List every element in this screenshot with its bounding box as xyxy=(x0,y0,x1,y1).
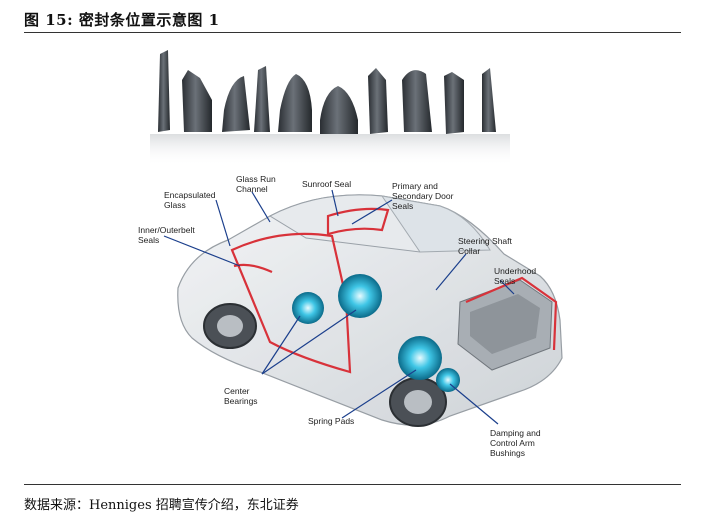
seal-profile-1 xyxy=(158,50,170,132)
seal-profile-6 xyxy=(320,86,358,134)
seal-profile-10 xyxy=(482,68,496,132)
spring-pad-component xyxy=(398,336,442,380)
center-bearing-component xyxy=(292,292,324,324)
car-windshield xyxy=(380,195,491,253)
seal-profile-2 xyxy=(182,70,212,132)
label-damping-control-arm-bushings: Damping and Control Arm Bushings xyxy=(490,428,541,458)
callout-leaders xyxy=(163,189,515,425)
label-primary-secondary-door-seals: Primary and Secondary Door Seals xyxy=(392,181,454,211)
belt-seal-line xyxy=(233,263,273,274)
label-spring-pads: Spring Pads xyxy=(308,416,355,426)
steering-collar-component xyxy=(338,274,382,318)
label-inner-outerbelt-seals: Inner/Outerbelt Seals xyxy=(138,225,195,245)
bottom-rule xyxy=(24,484,681,485)
control-arm-component xyxy=(436,368,460,392)
underhood-seal-line xyxy=(465,276,558,351)
seal-profile-9 xyxy=(444,72,464,134)
label-steering-shaft-collar: Steering Shaft Collar xyxy=(458,236,512,256)
seal-profile-3 xyxy=(222,76,250,132)
seal-profile-5 xyxy=(278,74,312,132)
top-rule xyxy=(24,32,681,33)
source-note: 数据来源：Henniges 招聘宣传介绍，东北证券 xyxy=(24,498,299,513)
car-cutaway xyxy=(177,194,563,427)
label-encapsulated-glass: Encapsulated Glass xyxy=(164,190,216,210)
seal-profile-4 xyxy=(254,66,270,132)
seal-location-figure: Glass Run Channel Sunroof Seal Primary a… xyxy=(120,40,590,480)
sunroof-seal-line xyxy=(326,207,390,236)
label-sunroof-seal: Sunroof Seal xyxy=(302,179,352,189)
label-center-bearings: Center Bearings xyxy=(224,386,258,406)
seal-profile-samples xyxy=(150,50,510,166)
label-glass-run-channel: Glass Run Channel xyxy=(236,174,276,194)
figure-illustration xyxy=(150,50,563,427)
figure-title: 图 15: 密封条位置示意图 1 xyxy=(24,11,220,29)
seal-profile-8 xyxy=(402,70,432,132)
label-underhood-seals: Underhood Seals xyxy=(494,266,537,286)
seal-profile-7 xyxy=(368,68,388,134)
